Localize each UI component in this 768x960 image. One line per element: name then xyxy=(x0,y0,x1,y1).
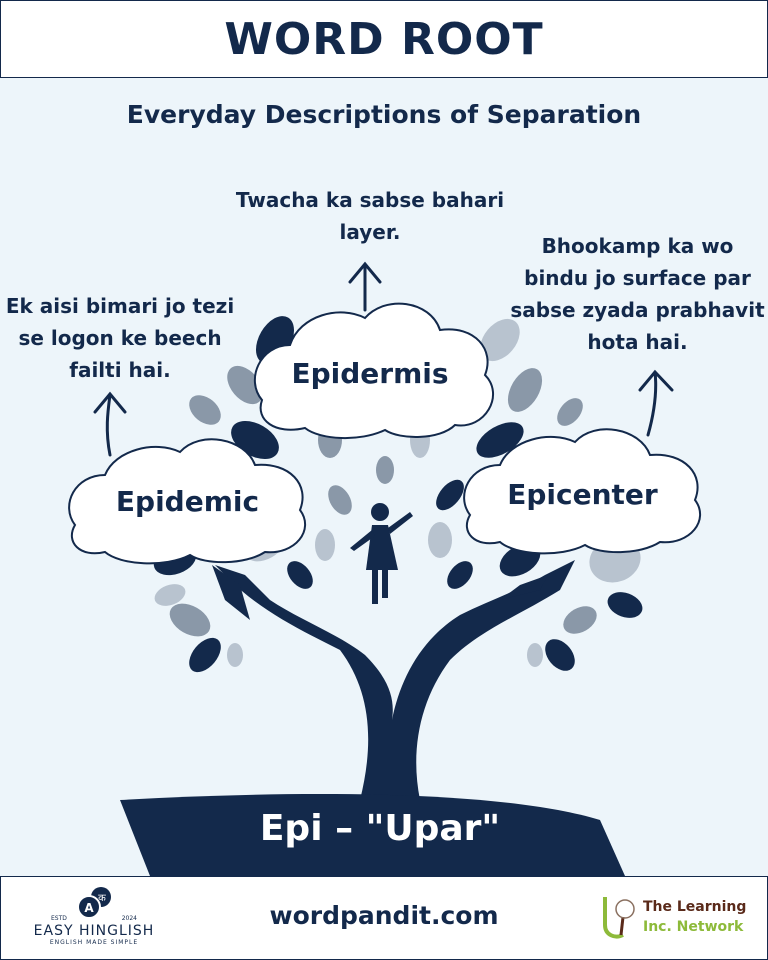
subtitle: Everyday Descriptions of Separation xyxy=(126,100,642,129)
word-epidermis: Epidermis xyxy=(291,357,449,390)
up-arrows xyxy=(93,261,674,457)
site-link[interactable]: wordpandit.com xyxy=(269,901,499,930)
word-epicenter: Epicenter xyxy=(507,478,658,511)
meaning-epidemic: Ek aisi bimari jo tezi se logon ke beech… xyxy=(5,294,235,382)
child-figure-icon xyxy=(350,503,413,604)
page-title: WORD ROOT xyxy=(224,13,544,65)
learning-inc-logo: The Learning Inc. Network xyxy=(601,895,746,945)
svg-text:क: क xyxy=(98,893,106,904)
easy-hinglish-logo: A क ESTD 2024 EASY HINGLISH ENGLISH MADE… xyxy=(29,885,159,946)
header: WORD ROOT xyxy=(0,0,768,78)
word-epidemic: Epidemic xyxy=(115,485,260,518)
clouds xyxy=(68,302,701,565)
svg-text:A: A xyxy=(84,901,94,915)
trunk-and-hands xyxy=(212,560,575,800)
speech-bubbles-icon: A क xyxy=(77,887,111,919)
leaves xyxy=(153,316,643,673)
ground xyxy=(120,794,625,876)
footer: A क ESTD 2024 EASY HINGLISH ENGLISH MADE… xyxy=(0,876,768,960)
root-meaning: Epi – "Upar" xyxy=(259,808,501,849)
meaning-epidermis: Twacha ka sabse bahari layer. xyxy=(235,188,505,244)
meaning-epicenter: Bhookamp ka wo bindu jo surface par sabs… xyxy=(510,234,765,354)
tree-logo-icon xyxy=(603,897,635,939)
